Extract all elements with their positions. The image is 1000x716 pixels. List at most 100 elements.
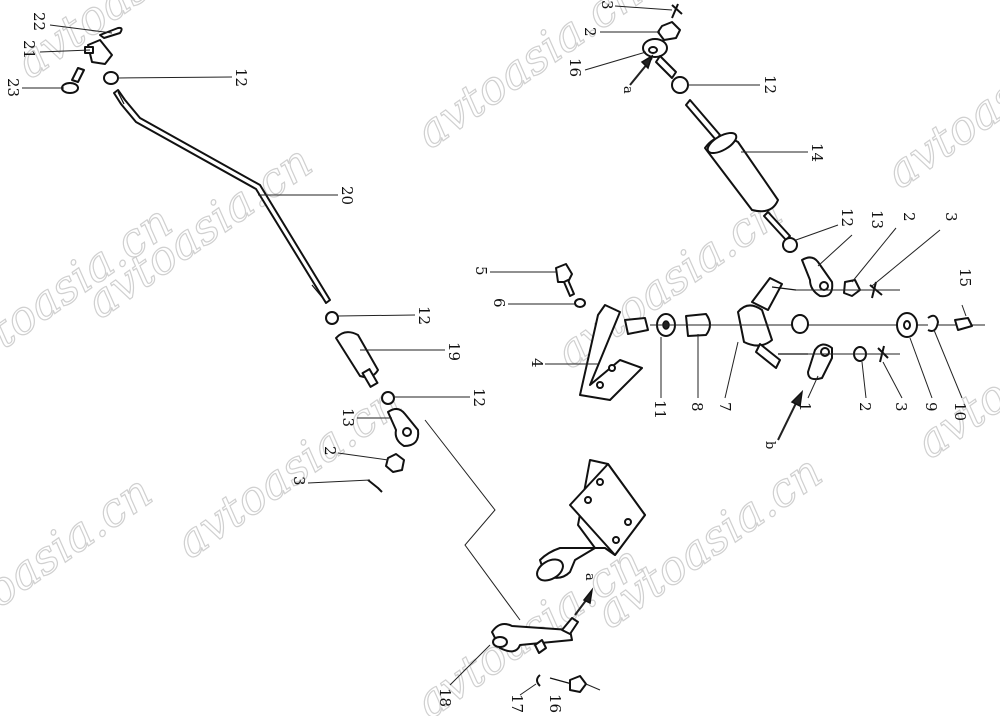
arrow-label: a [620,86,635,94]
bracket-tube-end [536,558,564,582]
bell-crank-upper-arm [751,277,783,311]
callout-13: 13 [868,210,886,229]
callout-2: 2 [900,212,918,222]
watermark: avtoasia.cn [875,4,1000,199]
bottom-lever-assembly: a [491,573,601,693]
spring-washer [536,674,541,687]
ball-joint-top-stem [655,55,677,79]
arrow-b: b [762,389,804,449]
callout-14: 14 [808,143,826,162]
ball-joint-lower [387,408,420,447]
watermark: avtoasia.cn [0,464,162,659]
callout-3: 3 [598,0,616,10]
ball-joint-upper-right-hole [819,281,829,291]
watermark: avtoasia.cn [545,184,791,379]
nut-rod-lower [325,311,339,325]
plate-hole [624,518,632,526]
arrow-a-top: a [620,54,654,94]
callout-3: 3 [290,476,308,486]
rod-thread [117,91,125,105]
bell-crank-lower-arm [755,343,781,369]
callout-12: 12 [470,388,488,407]
arrow-label: b [762,441,777,449]
callout-1: 1 [796,402,814,412]
callout-6: 6 [490,298,508,308]
adjuster-sleeve-lower [335,331,379,379]
watermark: avtoasia.cn [905,274,1000,469]
ball-joint-hole [402,427,412,437]
nut-top-right-lower [671,76,689,94]
clevis-block [87,39,113,65]
callout-16: 16 [566,58,584,77]
callout-10: 10 [951,402,969,421]
bolt-bottom-shank [549,677,573,685]
nut-upper-left [103,71,119,85]
callout-4: 4 [528,358,546,368]
bolt-bottom [569,675,587,693]
nut-lower-left [385,453,405,473]
leader-lines [22,5,967,696]
lever-arm-bottom [491,623,573,653]
callout-5: 5 [472,266,490,276]
callout-19: 19 [445,342,463,361]
grease-nipple [954,317,973,331]
callout-3: 3 [942,212,960,222]
callout-23: 23 [4,78,22,97]
washer-large-hole [903,320,911,330]
small-stud [534,639,547,654]
upper-stud [771,286,797,291]
callout-15: 15 [956,268,974,287]
mounting-bracket-assembly [536,459,646,582]
nut-top-right [657,21,681,41]
bolt-head [61,82,79,94]
watermark: avtoasia.cn [405,0,651,159]
shift-rod [113,89,331,304]
callout-7: 7 [716,402,734,412]
callout-11: 11 [651,400,669,419]
clevis-bolt [71,67,85,83]
callout-8: 8 [688,402,706,412]
callout-2: 2 [856,402,874,412]
callout-12: 12 [415,306,433,325]
callout-3: 3 [892,402,910,412]
plate-hole [584,496,592,504]
lever-bushing [791,314,809,334]
arrow-a-bottom: a [574,573,597,616]
callout-16: 16 [546,694,564,713]
mounting-plate [569,463,646,556]
rod-thread [311,284,327,303]
lever-stud [561,617,579,635]
arrow-label: a [582,573,597,581]
nut-below-upper-sleeve [782,237,798,253]
circlip [927,314,939,332]
callout-9: 9 [922,402,940,412]
callout-17: 17 [508,694,526,713]
bell-crank-lever [737,304,773,347]
callout-22: 22 [30,12,48,31]
watermark: avtoasia.cn [165,374,411,569]
sleeve-top-end [706,131,738,155]
ball-joint-lower-right-hole [820,347,830,357]
ball-joint-top-hole [648,46,658,54]
bracket-hole [596,381,604,389]
callout-2: 2 [321,446,339,456]
callout-13: 13 [339,408,357,427]
cotter-pin-lower-left [367,479,383,493]
callout-12: 12 [232,68,250,87]
linkage-cable [424,419,521,621]
bolt-axis [585,683,601,691]
washer [574,298,586,308]
left-rod-assembly [61,26,521,621]
nut-upper-arm [843,279,861,297]
lever-hole [492,636,508,648]
callout-21: 21 [20,40,38,59]
plate-hole [596,478,604,486]
callout-18: 18 [436,688,454,707]
top-right-rod-assembly: a [620,3,798,253]
upper-threaded-rod [685,99,721,141]
callout-2: 2 [581,27,599,37]
cotter-pin-top-right [671,3,683,19]
callout-20: 20 [338,186,356,205]
plate-hole [612,536,620,544]
